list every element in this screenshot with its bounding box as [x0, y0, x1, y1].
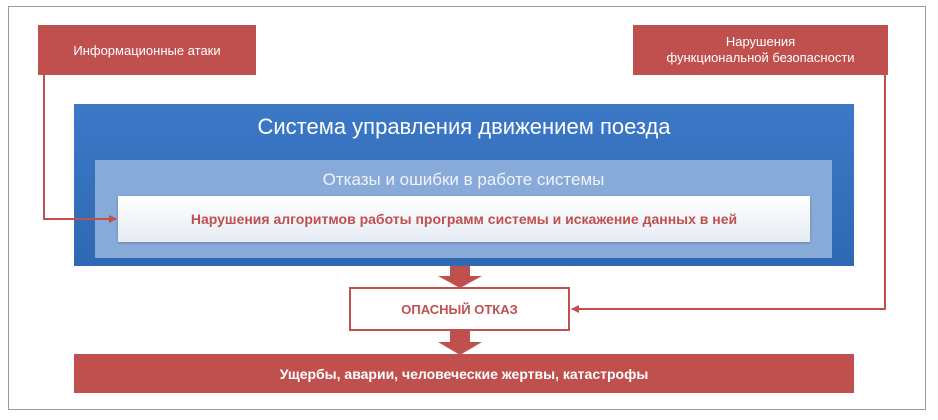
safety-violations-label: Нарушения функциональной безопасности [666, 34, 855, 65]
algorithm-violations-box: Нарушения алгоритмов работы программ сис… [118, 196, 810, 242]
dangerous-failure-box: ОПАСНЫЙ ОТКАЗ [349, 287, 570, 331]
danger-to-consequences-arrow [438, 331, 482, 355]
algorithm-violations-label: Нарушения алгоритмов работы программ сис… [190, 211, 738, 227]
consequences-label: Ущербы, аварии, человеческие жертвы, кат… [279, 365, 649, 382]
safety-violations-box: Нарушения функциональной безопасности [633, 25, 888, 75]
attacks-to-algorithms-arrow [43, 75, 117, 223]
information-attacks-label: Информационные атаки [73, 42, 221, 58]
consequences-box: Ущербы, аварии, человеческие жертвы, кат… [74, 354, 854, 393]
system-failures-title: Отказы и ошибки в работе системы [322, 170, 605, 189]
system-to-danger-arrow [438, 266, 482, 288]
information-attacks-box: Информационные атаки [38, 25, 256, 75]
violations-to-danger-arrow [571, 75, 886, 313]
dangerous-failure-label: ОПАСНЫЙ ОТКАЗ [401, 301, 518, 317]
train-control-system-title: Система управления движением поезда [257, 114, 671, 139]
